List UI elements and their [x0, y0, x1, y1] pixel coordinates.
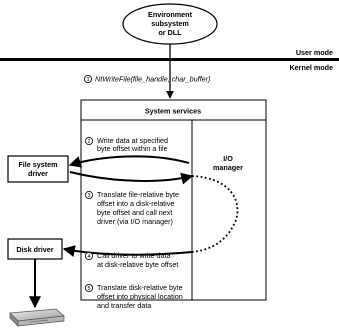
- step-1-text: NtWriteFile(file_handle, char_buffer): [95, 75, 210, 84]
- step-3-text-line-2: offset into a disk-relative: [97, 199, 174, 208]
- step-2-marker: [85, 136, 94, 145]
- step-4-marker: [85, 251, 94, 260]
- system-services-label: System services: [145, 107, 201, 116]
- fs-driver-line-2: driver: [28, 169, 48, 178]
- step-3-text-line-3: byte offset and call next: [97, 208, 172, 217]
- step-1-num: 1: [86, 77, 89, 83]
- step-5-text-line-1: Translate disk-relative byte: [97, 283, 183, 292]
- disk-drive-icon: [9, 308, 65, 327]
- arrow-io-manager-to-disk-driver: [62, 245, 193, 257]
- step-3-num: 3: [87, 193, 90, 199]
- step-4-num: 4: [87, 254, 90, 260]
- step-3-marker: [85, 190, 94, 199]
- step-2-text-line-2: byte offset within a file: [97, 144, 168, 153]
- step-5-num: 5: [87, 286, 90, 292]
- env-line-3: or DLL: [158, 28, 182, 37]
- step-4-text-line-2: at disk-relative byte offset: [97, 260, 178, 269]
- arrow-fs-driver-to-io-manager: [69, 171, 194, 185]
- step-2-num: 2: [87, 139, 90, 145]
- env-line-2: subsystem: [151, 19, 189, 28]
- io-manager-line-1: I/O: [223, 154, 233, 163]
- file-system-driver-box: [7, 155, 69, 183]
- step-4-text-line-1: Call driver to write data: [97, 251, 171, 260]
- user-mode-label: User mode: [296, 48, 333, 57]
- step-5-marker: [85, 283, 94, 292]
- io-manager-line-2: manager: [213, 163, 243, 172]
- step-3-text-line-4: driver (via I/O manager): [97, 217, 173, 226]
- disk-driver-label: Disk driver: [16, 245, 53, 254]
- fs-driver-line-1: File system: [18, 160, 57, 169]
- step-1-marker: [84, 75, 93, 84]
- env-line-1: Environment: [148, 10, 193, 19]
- arrow-services-to-fs-driver: [68, 155, 190, 168]
- step-3-text-line-1: Translate file-relative byte: [97, 190, 179, 199]
- step-2-text-line-1: Write data at specified: [97, 136, 168, 145]
- step-5-text-line-3: and transfer data: [97, 301, 151, 310]
- kernel-mode-label: Kernel mode: [289, 63, 333, 72]
- step-5-text-line-2: offset into physical location: [97, 292, 183, 301]
